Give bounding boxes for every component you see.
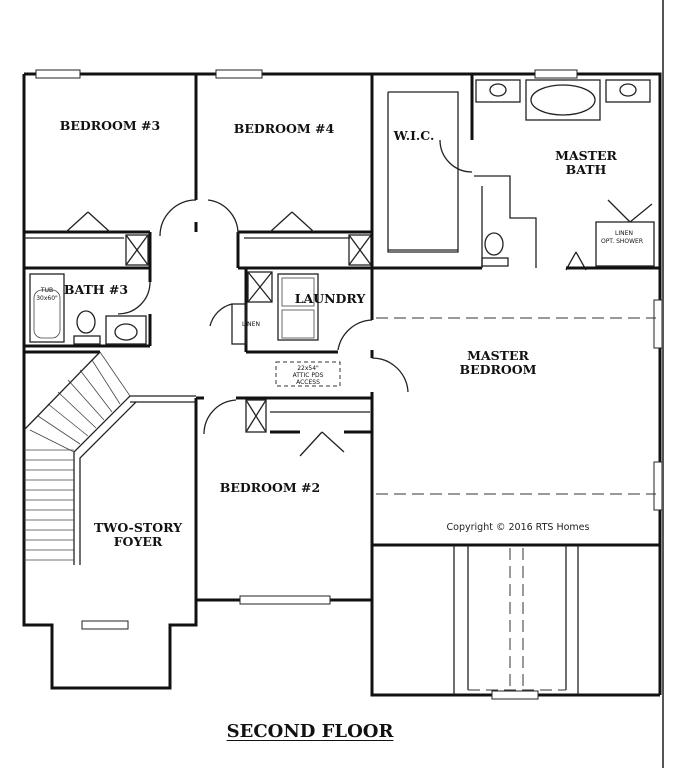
foyer-label-1: TWO-STORY [94, 520, 183, 535]
bedroom2-label: BEDROOM #2 [220, 480, 320, 495]
page-edge-line [662, 0, 664, 768]
exterior-walls [22, 72, 662, 697]
attic-label-3: ACCESS [296, 379, 320, 386]
wic-label: W.I.C. [393, 128, 435, 143]
copyright-notice: Copyright © 2016 RTS Homes [447, 522, 590, 533]
bedroom3-label: BEDROOM #3 [60, 118, 160, 133]
tub-label-1: TUB [40, 287, 53, 294]
floor-title-text: SECOND FLOOR [226, 721, 394, 742]
upper-bedroom-walls [24, 74, 372, 270]
windows [35, 69, 663, 700]
laundry-label: LAUNDRY [295, 291, 367, 306]
linen-shower-label-1: LINEN [615, 230, 633, 237]
master-bath-label-1: MASTER [555, 148, 617, 163]
laundry [209, 232, 374, 545]
master-bedroom-label-2: BEDROOM [460, 362, 537, 377]
linen-closet-label: LINEN [242, 321, 260, 328]
lower-right-structure [453, 545, 579, 695]
floor-title: SECOND FLOOR [0, 721, 620, 742]
attic-access [275, 361, 341, 387]
linen-shower-label-2: OPT. SHOWER [601, 238, 643, 245]
bedroom2-walls [194, 396, 372, 600]
doors [65, 139, 653, 457]
master-bedroom-detail [376, 317, 656, 495]
bath3 [24, 268, 152, 348]
foyer-label-2: FOYER [114, 534, 163, 549]
attic-label-1: 22x54" [297, 365, 319, 372]
tub-label-2: 30x60" [36, 295, 58, 302]
foyer-stair [23, 350, 196, 565]
attic-label-2: ATTIC PDS [293, 372, 324, 379]
master-suite-walls [370, 74, 660, 270]
master-bedroom-label-1: MASTER [467, 348, 529, 363]
master-bath-label-2: BATH [566, 162, 607, 177]
bedroom4-label: BEDROOM #4 [234, 121, 335, 136]
bath3-label: BATH #3 [64, 282, 128, 297]
